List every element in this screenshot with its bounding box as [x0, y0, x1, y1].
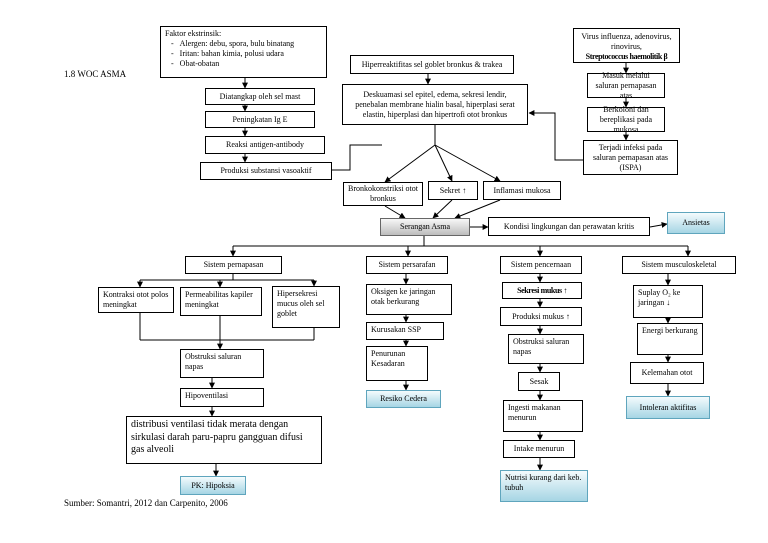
node-ige: Peningkatan Ig E	[205, 111, 315, 128]
node-reaksi: Reaksi antigen-antibody	[205, 136, 325, 154]
node-hipoventilasi: Hipoventilasi	[180, 388, 264, 407]
diagnosis-intoleran: Intoleran aktifitas	[626, 396, 710, 419]
node-hipersekresi: Hipersekresi mucus oleh sel goblet	[272, 286, 340, 328]
system-persarafan: Sistem persarafan	[366, 256, 448, 274]
node-produksi-mukus: Produksi mukus ↑	[500, 307, 582, 326]
system-pernapasan: Sistem pernapasan	[185, 256, 282, 274]
node-permeabilitas: Permeabilitas kapiler meningkat	[180, 287, 262, 316]
diagnosis-resiko-cedera: Resiko Cedera	[366, 390, 441, 408]
faktor-ekstrinsik-box: Faktor ekstrinsik: - Alergen: debu, spor…	[160, 26, 327, 78]
node-hiperreaktif: Hiperreaktifitas sel goblet bronkus & tr…	[350, 55, 514, 74]
faktor-item: - Alergen: debu, spora, bulu binatang	[171, 39, 295, 48]
node-energi: Energi berkurang	[637, 323, 703, 355]
node-inflamasi: Inflamasi mukosa	[483, 181, 561, 200]
node-kelemahan-otot: Kelemahan otot	[630, 362, 704, 384]
source-citation: Sumber: Somantri, 2012 dan Carpenito, 20…	[64, 498, 228, 508]
node-bronkokonstriksi: Bronkokonstriksi otot bronkus	[343, 182, 423, 206]
node-kontraksi: Kontraksi otot polos meningkat	[98, 287, 174, 313]
node-sekresi-mukus: Sekresi mukus ↑	[502, 282, 582, 299]
node-diatangkap: Diatangkap oleh sel mast	[205, 88, 315, 105]
strep-text: Streptococcus haemolitik β	[585, 52, 668, 61]
node-sekret: Sekret ↑	[428, 181, 478, 200]
diagnosis-ansietas: Ansietas	[667, 212, 725, 234]
node-penurunan-kesadaran: Penurunan Kesadaran	[366, 346, 428, 381]
node-distribusi: distribusi ventilasi tidak merata dengan…	[126, 416, 322, 464]
node-oksigen-otak: Oksigen ke jaringan otak berkurang	[366, 284, 452, 315]
diagram-title: 1.8 WOC ASMA	[64, 69, 127, 79]
node-serangan-asma: Serangan Asma	[380, 218, 470, 236]
faktor-item: - Obat-obatan	[171, 59, 220, 68]
node-kurusakan-ssp: Kurusakan SSP	[366, 322, 444, 340]
node-intake: Intake menurun	[503, 440, 575, 458]
faktor-title: Faktor ekstrinsik:	[165, 29, 222, 38]
diagnosis-nutrisi: Nutrisi kurang dari keb. tubuh	[500, 470, 588, 502]
system-musculoskeletal: Sistem musculoskeletal	[622, 256, 736, 274]
node-produksi-vaso: Produksi substansi vasoaktif	[200, 162, 332, 180]
node-ispa: Terjadi infeksi pada saluran pemapasan a…	[583, 140, 678, 175]
node-masuk: Masuk melalui saluran pernapasan atas	[587, 71, 665, 100]
node-suplay-o2: Suplay O₂ ke jaringan ↓	[633, 285, 703, 318]
node-virus: Virus influenza, adenovirus, rinovirus, …	[573, 28, 680, 63]
node-obstruksi-napas-1: Obstruksi saluran napas	[180, 349, 264, 378]
faktor-item: - Iritan: bahan kimia, polusi udara	[171, 49, 284, 58]
node-berkoloni: Berkoloni dan bereplikasi pada mukosa	[587, 105, 665, 134]
node-ingesti: Ingesti makanan menurun	[503, 400, 583, 432]
node-sesak: Sesak	[518, 372, 560, 391]
node-kondisi: Kondisi lingkungan dan perawatan kritis	[488, 217, 650, 236]
node-obstruksi-napas-2: Obstruksi saluran napas	[508, 334, 584, 364]
system-pencernaan: Sistem pencernaan	[500, 256, 582, 274]
diagnosis-hipoksia: PK: Hipoksia	[180, 476, 246, 495]
virus-text: Virus influenza, adenovirus, rinovirus,	[581, 32, 672, 51]
node-deskuamasi: Deskuamasi sel epitel, edema, sekresi le…	[342, 84, 528, 125]
